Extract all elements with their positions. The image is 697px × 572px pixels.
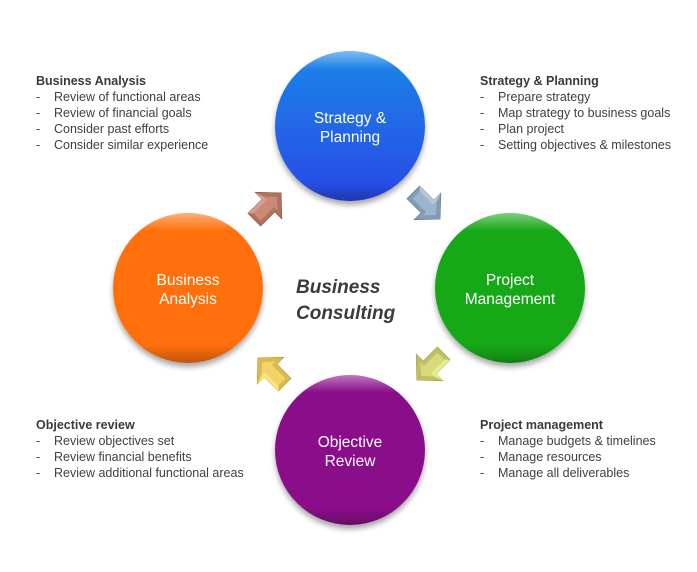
list-item-text: Map strategy to business goals <box>498 106 671 120</box>
list-item-text: Consider past efforts <box>54 122 170 136</box>
arrow-face <box>261 361 286 386</box>
stage-strategy-planning: Strategy & Planning <box>275 51 425 201</box>
arrow-face <box>412 191 437 216</box>
list-item: -Consider past efforts <box>36 121 208 137</box>
objective-label-line2: Review <box>325 453 377 470</box>
note-business-analysis: Business Analysis -Review of functional … <box>36 73 208 153</box>
list-item-text: Manage budgets & timelines <box>498 434 656 448</box>
bullet-dash: - <box>480 466 485 480</box>
bullet-dash: - <box>480 90 485 104</box>
list-item-text: Review of functional areas <box>54 90 201 104</box>
list-item: -Prepare strategy <box>480 89 671 105</box>
list-item: -Consider similar experience <box>36 137 208 153</box>
objective-label-line1: Objective <box>318 434 383 451</box>
list-item-text: Setting objectives & milestones <box>498 138 672 152</box>
list-item: -Manage all deliverables <box>480 465 656 481</box>
strategy-label-line1: Strategy & <box>314 110 387 127</box>
center-title-line2: Consulting <box>296 303 396 324</box>
note-title: Objective review <box>36 418 135 432</box>
note-title: Strategy & Planning <box>480 74 599 88</box>
list-item: -Review financial benefits <box>36 449 244 465</box>
list-item-text: Consider similar experience <box>54 138 209 152</box>
list-item: -Setting objectives & milestones <box>480 137 671 153</box>
project-label-line1: Project <box>486 272 535 289</box>
note-title: Business Analysis <box>36 74 147 88</box>
bullet-dash: - <box>36 434 41 448</box>
arrow-highlight <box>419 185 441 205</box>
arrow-face <box>253 196 278 221</box>
note-project-management: Project management -Manage budgets & tim… <box>480 417 656 481</box>
center-title-line1: Business <box>296 277 380 298</box>
business-label-line2: Analysis <box>159 291 217 308</box>
arrow-face <box>420 352 445 377</box>
list-item: -Review of functional areas <box>36 89 208 105</box>
list-item: -Review of financial goals <box>36 105 208 121</box>
list-item: -Map strategy to business goals <box>480 105 671 121</box>
list-item: -Plan project <box>480 121 671 137</box>
list-item-text: Manage resources <box>498 450 602 464</box>
bullet-dash: - <box>480 434 485 448</box>
stage-objective-review: Objective Review <box>275 375 425 525</box>
list-item: -Review additional functional areas <box>36 465 244 481</box>
list-item-text: Review financial benefits <box>54 450 192 464</box>
bullet-dash: - <box>36 90 41 104</box>
bullet-dash: - <box>36 450 41 464</box>
stage-business-analysis: Business Analysis <box>113 213 263 363</box>
list-item-text: Plan project <box>498 122 565 136</box>
bullet-dash: - <box>480 106 485 120</box>
list-item-text: Prepare strategy <box>498 90 591 104</box>
bullet-dash: - <box>36 106 41 120</box>
bullet-dash: - <box>36 138 41 152</box>
arrow-highlight <box>247 192 267 214</box>
arrow-highlight <box>257 372 279 392</box>
arrow-project-to-objective-icon <box>415 346 451 382</box>
bullet-dash: - <box>480 122 485 136</box>
list-item: -Manage resources <box>480 449 656 465</box>
bullet-dash: - <box>480 450 485 464</box>
business-label-line1: Business <box>157 272 220 289</box>
note-title: Project management <box>480 418 603 432</box>
note-strategy-planning: Strategy & Planning -Prepare strategy-Ma… <box>480 73 671 153</box>
project-label-line2: Management <box>465 291 556 308</box>
list-item-text: Review of financial goals <box>54 106 192 120</box>
list-item-text: Manage all deliverables <box>498 466 630 480</box>
list-item: -Manage budgets & timelines <box>480 433 656 449</box>
bullet-dash: - <box>480 138 485 152</box>
arrow-highlight <box>431 359 451 381</box>
arrow-strategy-to-project-icon <box>406 185 442 221</box>
stage-project-management: Project Management <box>435 213 585 363</box>
strategy-label-line2: Planning <box>320 129 380 146</box>
arrow-objective-to-analysis-icon <box>256 356 292 392</box>
list-item: -Review objectives set <box>36 433 244 449</box>
arrow-analysis-to-strategy-icon <box>247 191 283 227</box>
note-objective-review: Objective review -Review objectives set-… <box>36 417 244 481</box>
list-item-text: Review objectives set <box>54 434 175 448</box>
bullet-dash: - <box>36 122 41 136</box>
bullet-dash: - <box>36 466 41 480</box>
list-item-text: Review additional functional areas <box>54 466 244 480</box>
